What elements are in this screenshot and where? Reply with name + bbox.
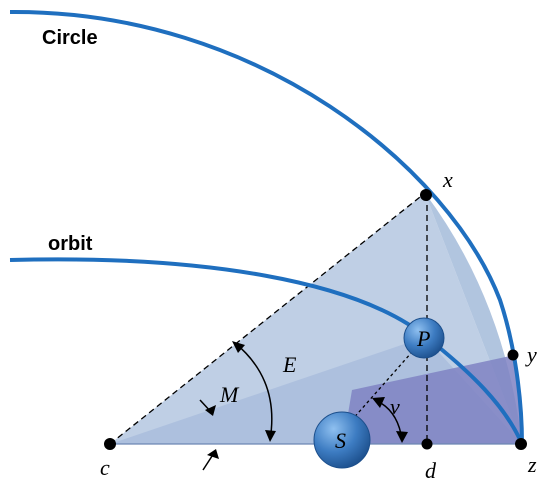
sector-S-y-z-region <box>343 355 522 444</box>
point-c <box>104 438 116 450</box>
sun-S-ball <box>313 411 371 469</box>
label-z: z <box>527 452 537 477</box>
point-y <box>507 349 519 361</box>
label-y: y <box>525 342 537 367</box>
point-d <box>421 438 433 450</box>
point-x <box>420 189 432 201</box>
angle-nu-label: ν <box>390 394 400 419</box>
sun-S-label: S <box>335 428 346 453</box>
dashed-line-c-x <box>109 192 426 445</box>
angle-nu-arrow-bottom <box>396 431 408 443</box>
circle-curve <box>9 9 524 445</box>
angle-E-arc <box>234 342 273 441</box>
orbit-label: orbit <box>48 233 93 255</box>
label-d: d <box>425 458 437 483</box>
angle-M-arrow-bottom <box>207 449 219 459</box>
label-c: c <box>100 455 110 480</box>
circle-label: Circle <box>42 27 98 49</box>
angle-E-arrow-bottom <box>265 430 276 442</box>
angle-E-label: E <box>282 352 297 377</box>
angle-E-arrow-top <box>232 341 245 353</box>
angle-M-arrow-top <box>205 405 216 416</box>
planet-P-label: P <box>416 326 430 351</box>
orbit-curve <box>9 257 524 445</box>
label-x: x <box>442 167 453 192</box>
angle-nu-arrow-top <box>372 397 385 408</box>
point-z <box>515 438 527 450</box>
planet-P-ball <box>403 317 445 359</box>
angle-M-label: M <box>219 382 240 407</box>
